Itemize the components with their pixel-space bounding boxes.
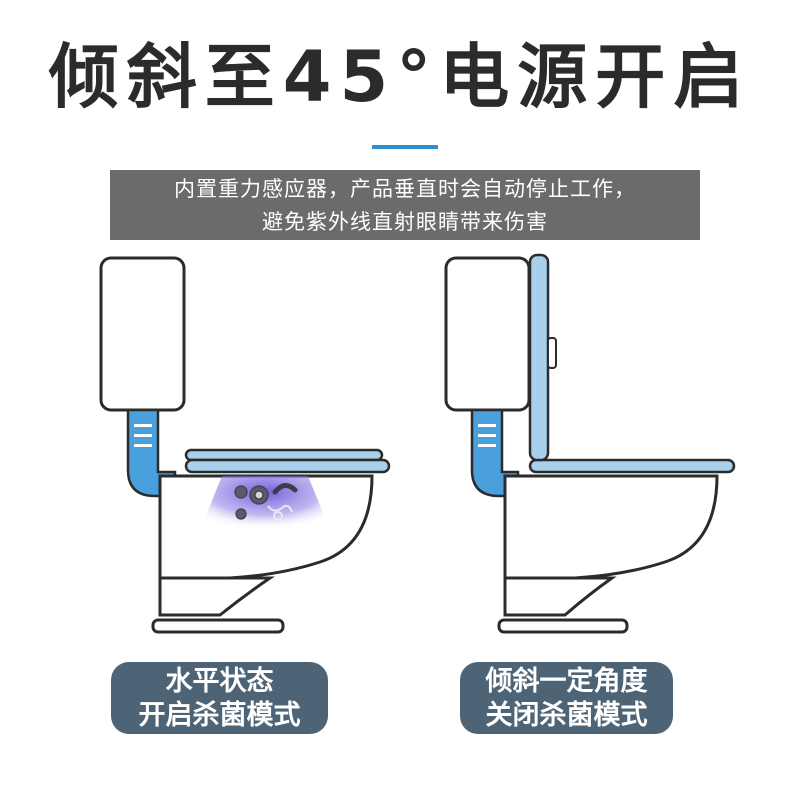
seat-left [184,458,391,474]
uv-light [200,476,330,530]
headline: 倾斜至45°电源开启 [48,36,752,118]
mode-on-line-1: 水平状态 [165,666,274,697]
base-right [503,576,617,617]
lid-right-upright [528,253,550,462]
mode-badge-on: 水平状态 开启杀菌模式 [111,662,328,734]
headline-underline [372,145,438,149]
toilet-right [444,253,736,634]
lid-left [184,448,384,462]
toilet-left [99,256,391,634]
sterilizer-device [547,337,557,369]
seat-right [528,458,736,474]
mode-off-line-2: 关闭杀菌模式 [485,700,648,731]
notice-line-2: 避免紫外线直射眼睛带来伤害 [262,210,548,234]
tank-left [99,256,186,412]
mode-on-line-2: 开启杀菌模式 [138,700,301,731]
notice-banner: 内置重力感应器，产品垂直时会自动停止工作， 避免紫外线直射眼睛带来伤害 [110,170,700,240]
bowl-right [503,474,719,580]
toilet-illustrations [99,253,736,634]
notice-line-1: 内置重力感应器，产品垂直时会自动停止工作， [174,177,636,201]
germs-icon [234,483,298,521]
tank-right [444,256,531,412]
mode-badge-off: 倾斜一定角度 关闭杀菌模式 [460,662,673,734]
mode-off-line-1: 倾斜一定角度 [485,666,648,697]
base-left [158,576,275,617]
